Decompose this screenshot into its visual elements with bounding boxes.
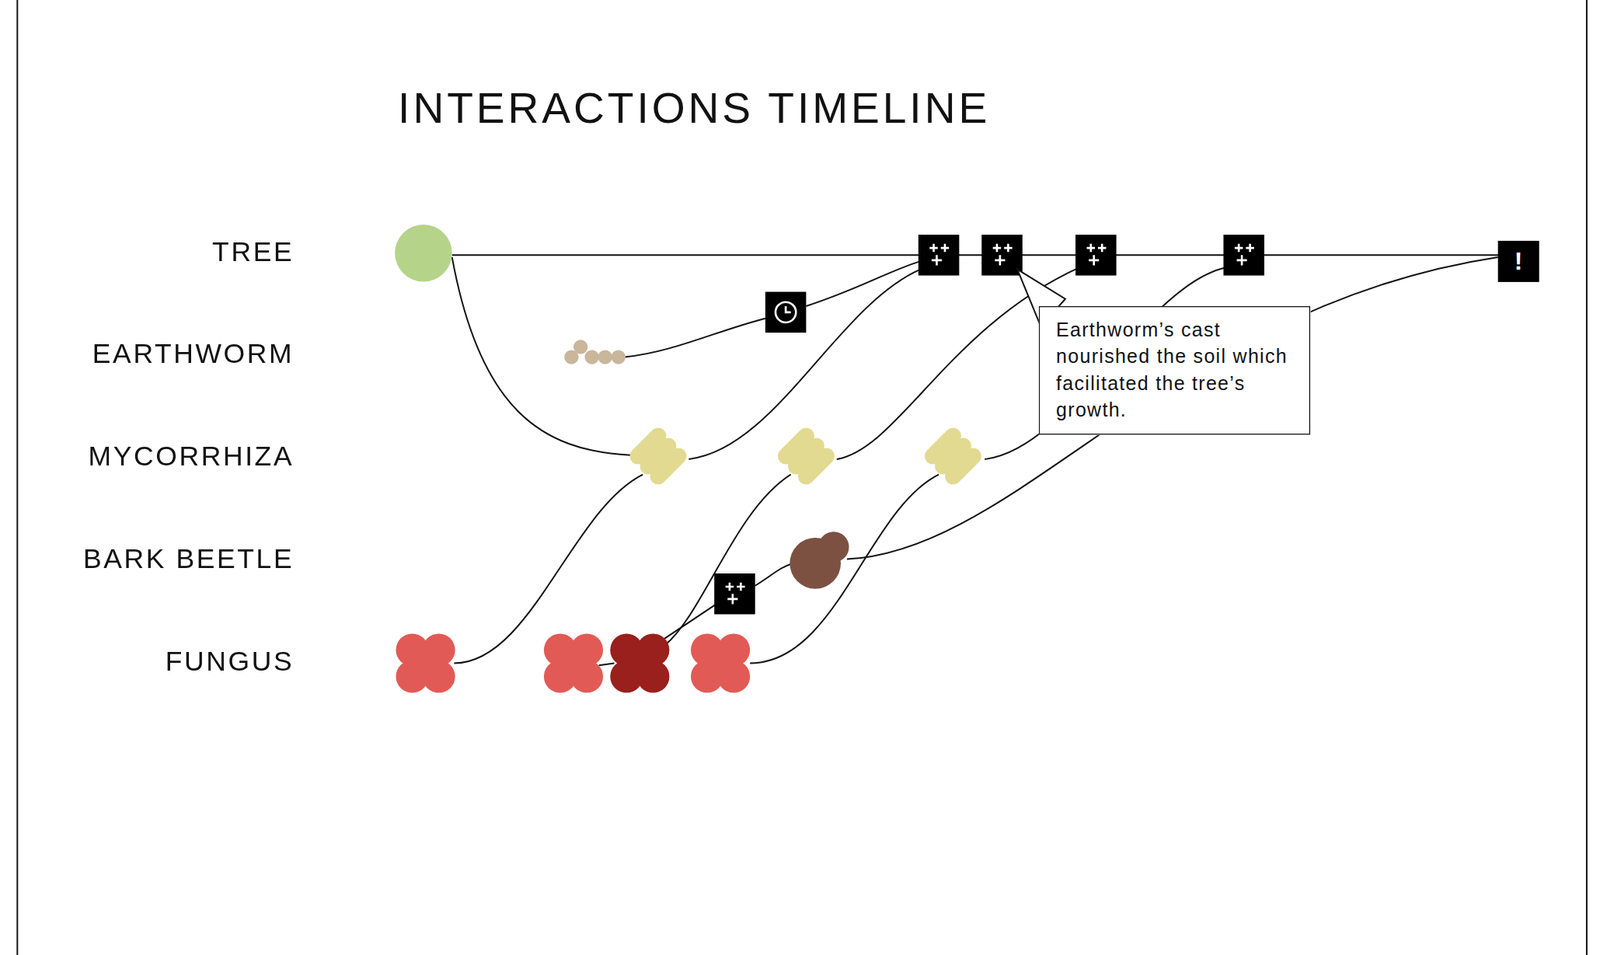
row-label: MYCORRHIZA [88,440,295,473]
fungus-core [559,648,589,678]
interaction-curve [453,474,643,664]
growth-icon [981,234,1023,276]
row-label: EARTHWORM [92,338,294,370]
interaction-curve [665,474,792,645]
fungus-core [625,648,655,678]
sparkle-plus [929,244,938,253]
sparkle-plus [1003,244,1013,253]
earthworm-bead [598,349,613,364]
tree-circle [394,224,453,283]
earthworm-bead [573,339,588,354]
row-label: BARK BEETLE [83,543,294,576]
interaction-curve [755,563,795,586]
sparkle-plus [994,254,1005,265]
earthworm-bead [584,349,599,364]
beetle-head [818,531,849,562]
icon-box [1223,234,1265,276]
sparkle-plus [1234,244,1244,253]
sparkle-plus [941,244,950,253]
icon-box [714,573,756,615]
sparkle-plus [727,593,738,604]
growth-icon [1223,234,1265,276]
frame-line [16,0,18,955]
alert-icon: ! [1498,240,1540,283]
clock-face [775,302,796,323]
interaction-curve [452,254,1501,256]
sparkle-plus [725,582,735,592]
fungus-symbol [690,633,750,693]
interaction-curve [624,318,766,358]
bark-beetle-symbol [789,531,849,590]
mycorrhiza-symbol [774,424,839,489]
frame-line [1586,0,1588,955]
callout-box: Earthworm’s cast nourished the soil whic… [1038,306,1311,435]
icon-box [981,234,1023,276]
mycorrhiza-symbol [626,424,691,489]
row-label: FUNGUS [165,645,294,678]
icon-box [918,234,960,276]
sparkle-plus [1088,254,1099,265]
sparkle-plus [736,582,746,592]
mycorrhiza-core [781,432,830,481]
interaction-curve [452,257,631,456]
interaction-curve [749,474,939,664]
earthworm-bead [611,349,626,364]
mycorrhiza-core [928,432,977,481]
growth-icon [918,234,960,276]
sparkle-plus [993,244,1002,253]
interaction-curve [847,257,1499,560]
growth-icon [714,573,756,615]
fungus-core [411,648,440,678]
mycorrhiza-core [633,432,681,481]
mycorrhiza-symbol [921,424,986,489]
interaction-curve [599,663,615,666]
sparkle-plus [1237,254,1248,265]
sparkle-plus [1098,244,1107,253]
clock-icon [765,292,807,334]
fungus-symbol [543,633,604,693]
fungus-core [706,648,736,678]
interaction-curve [805,261,921,307]
clock-hands [785,306,792,313]
fungus-symbol [395,633,455,693]
sparkle-plus [1245,244,1255,253]
sparkle-plus [931,254,942,265]
diagram-title: INTERACTIONS TIMELINE [397,83,990,133]
row-label: TREE [212,236,294,269]
icon-box [1075,234,1117,276]
growth-icon [1075,234,1117,276]
callout-text: Earthworm’s cast nourished the soil whic… [1056,317,1295,424]
sparkle-plus [1086,244,1095,253]
icon-box [765,292,807,334]
earthworm-symbol [564,339,626,365]
fungus-symbol [610,633,670,693]
interaction-lines [452,254,1501,666]
